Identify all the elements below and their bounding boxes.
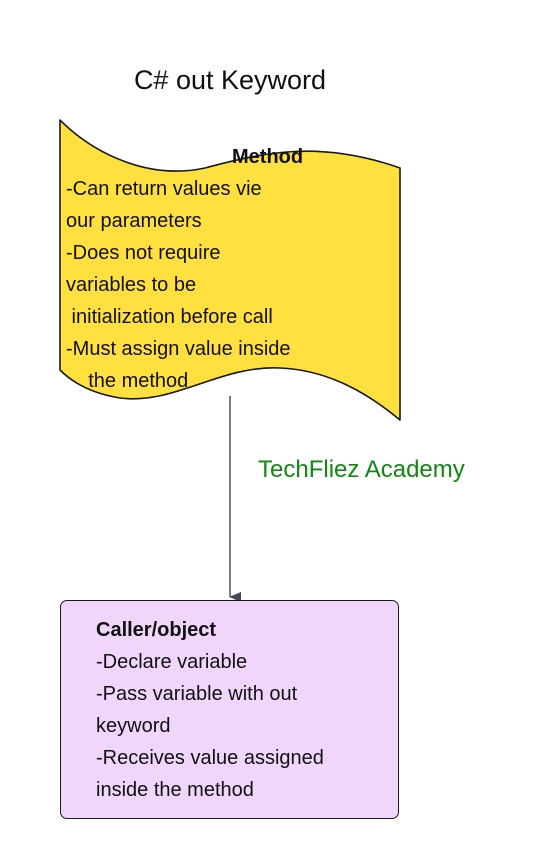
caller-text: Caller/object -Declare variable -Pass va… [96, 614, 396, 806]
method-shape [59, 119, 401, 421]
method-heading: Method [232, 146, 304, 168]
method-line: -Must assign value inside [66, 338, 291, 360]
diagram-title: C# out Keyword [133, 65, 327, 95]
caller-line: -Pass variable with out [96, 683, 298, 705]
caller-box [60, 600, 399, 819]
caller-line: -Declare variable [96, 651, 248, 673]
watermark-text: TechFliez Academy [258, 456, 465, 483]
caller-heading: Caller/object [96, 619, 217, 641]
method-line: the method [66, 370, 189, 392]
caller-line: inside the method [96, 779, 254, 801]
method-text: Method -Can return values vie our parame… [66, 141, 396, 397]
method-line: -Can return values vie [66, 178, 262, 200]
caller-line: -Receives value assigned [96, 747, 324, 769]
method-line: our parameters [66, 210, 202, 232]
method-line: -Does not require [66, 242, 221, 264]
caller-line: keyword [96, 715, 171, 737]
method-line: initialization before call [66, 306, 273, 328]
method-line: variables to be [66, 274, 197, 296]
